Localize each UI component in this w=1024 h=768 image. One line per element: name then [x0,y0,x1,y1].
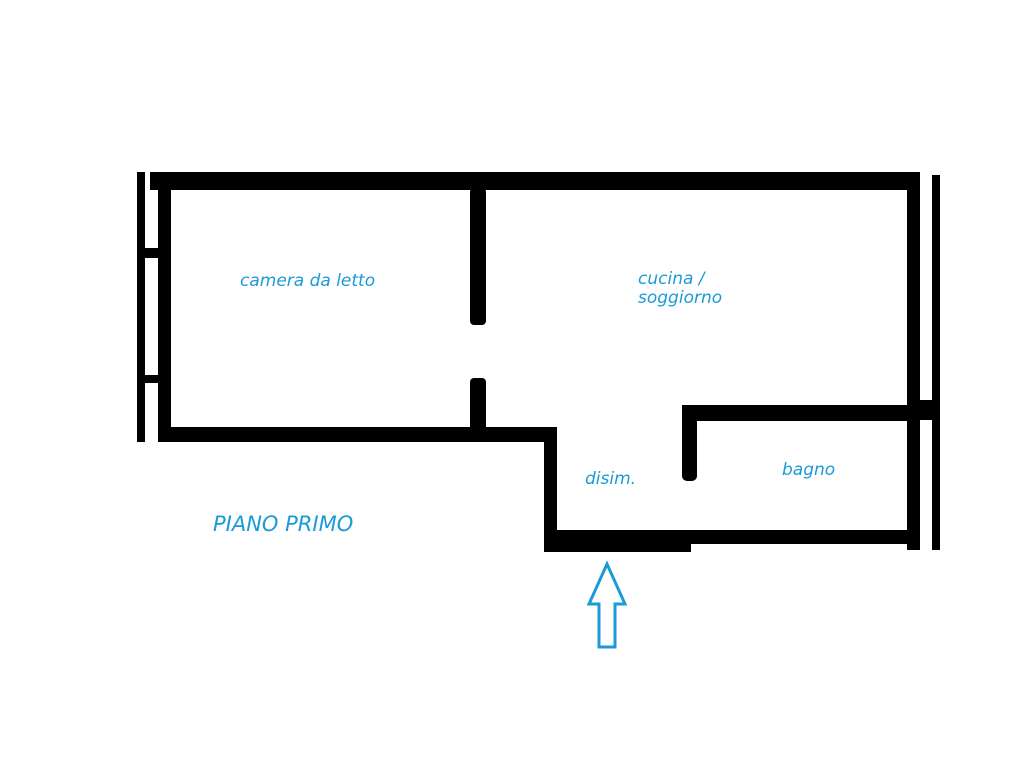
wall-right [907,180,920,550]
wall-bottom-thick [544,530,691,552]
wall-bottom-left [158,427,557,442]
room-label-disim: disim. [585,469,637,489]
floor-title: PIANO PRIMO [213,512,354,536]
partition-lower [470,378,486,440]
up-arrow-icon [586,560,628,649]
wall-left-outer [137,172,145,442]
room-label-bagno: bagno [782,460,836,480]
wall-left-sill-2 [137,375,171,383]
wall-bagno-left [682,405,697,481]
wall-left-sill-1 [137,248,171,258]
room-label-cucina: cucina / soggiorno [638,269,723,308]
wall-left [158,172,171,442]
wall-bagno-top [682,405,920,421]
wall-top [150,172,920,190]
room-label-camera: camera da letto [240,271,376,291]
wall-disim-left [544,427,557,550]
wall-right-outer [932,175,940,550]
partition-upper [470,188,486,325]
